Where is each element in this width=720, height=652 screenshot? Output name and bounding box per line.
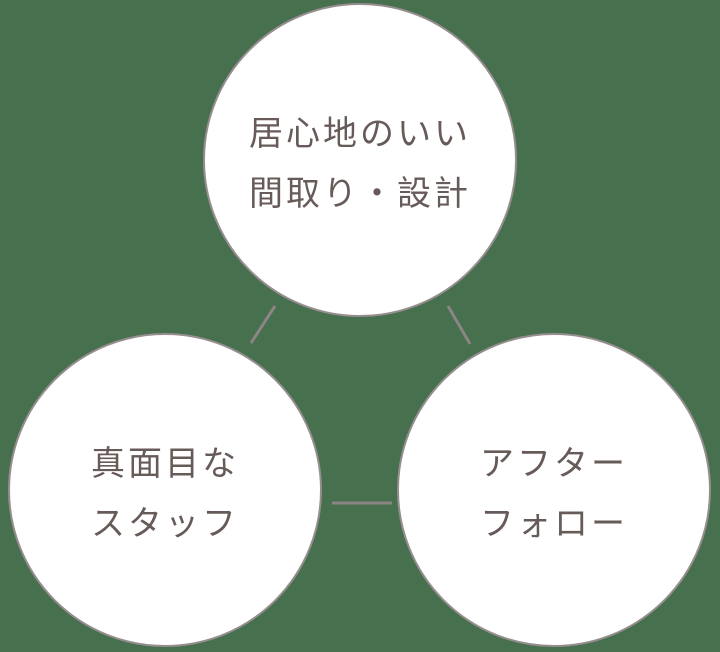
feature-circle-sincere-staff: 真面目な スタッフ [8, 333, 322, 647]
feature-label-line-1: 真面目な [91, 444, 239, 484]
feature-circle-after-follow: アフター フォロー [397, 333, 711, 647]
connector-top-to-left-line [249, 305, 277, 344]
feature-label-line-2: スタッフ [91, 504, 239, 544]
feature-label-line-1: 居心地のいい [249, 114, 471, 154]
connector-top-to-right-line [446, 305, 472, 345]
feature-label: アフター フォロー [480, 434, 628, 554]
feature-circle-layout-design: 居心地のいい 間取り・設計 [203, 3, 517, 317]
feature-label: 居心地のいい 間取り・設計 [249, 104, 471, 224]
feature-label-line-2: フォロー [480, 504, 628, 544]
feature-label: 真面目な スタッフ [91, 434, 239, 554]
feature-label-line-2: 間取り・設計 [249, 174, 471, 214]
feature-label-line-1: アフター [480, 444, 628, 484]
